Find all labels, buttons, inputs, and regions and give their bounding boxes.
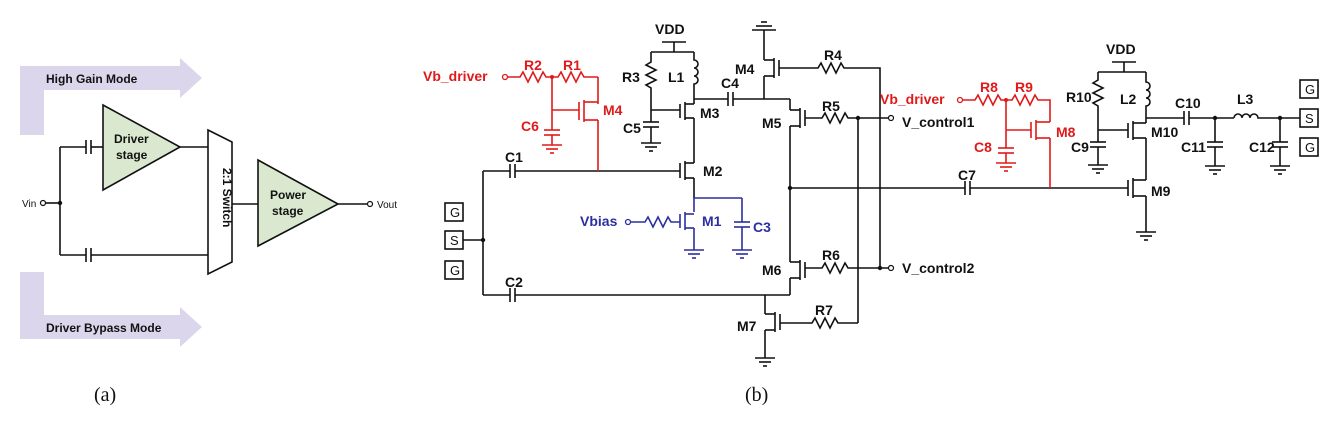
pad-right-g1	[1299, 79, 1319, 99]
power-stage-label-2: stage	[272, 204, 304, 218]
r7	[780, 316, 858, 330]
m8-label: M8	[1056, 124, 1076, 140]
m9-label: M9	[1151, 183, 1171, 199]
r4-label: R4	[824, 47, 842, 63]
r3	[644, 52, 658, 110]
pad-left-g1	[444, 202, 464, 222]
r6	[805, 261, 888, 275]
r9-label: R9	[1015, 79, 1033, 95]
c11-label: C11	[1181, 139, 1206, 155]
pad-left-g1-label: G	[450, 205, 460, 220]
driver-bypass-mode-label: Driver Bypass Mode	[46, 321, 162, 335]
driver-stage-label-1: Driver	[114, 132, 149, 146]
panel-b-schematic: G S G C1 C2 Vb_driver R2 R1	[423, 21, 1319, 406]
pad-right-g1-label: G	[1305, 82, 1315, 97]
m1-label: M1	[702, 213, 722, 229]
r1-label: R1	[563, 57, 581, 73]
c4-label: C4	[721, 75, 739, 91]
r9	[1006, 93, 1051, 122]
pad-right-s	[1299, 108, 1319, 128]
vin-terminal	[39, 199, 47, 207]
r5-label: R5	[822, 98, 840, 114]
l3	[1233, 113, 1280, 119]
l3-label: L3	[1237, 91, 1254, 107]
m10-label: M10	[1151, 124, 1178, 140]
vout-terminal	[366, 200, 374, 208]
vout-label: Vout	[377, 200, 397, 211]
c9-label: C9	[1071, 139, 1089, 155]
r1	[552, 70, 598, 84]
r5	[805, 111, 888, 125]
c10-label: C10	[1175, 95, 1201, 111]
m2-label: M2	[703, 163, 723, 179]
power-stage-block	[257, 158, 340, 248]
c7-label: C7	[958, 167, 976, 183]
c8-label: C8	[974, 139, 992, 155]
pad-left-s-label: S	[450, 233, 459, 248]
m6-label: M6	[762, 262, 782, 278]
panel-a-block-diagram: High Gain Mode Driver Bypass Mode Vin Dr…	[20, 58, 397, 406]
c6-label: C6	[521, 118, 539, 134]
l1	[693, 52, 699, 92]
c5-label: C5	[623, 120, 641, 136]
power-stage-label-1: Power	[270, 188, 306, 202]
v-control2-label: V_control2	[902, 260, 975, 276]
driver-stage-block	[102, 103, 182, 192]
c12-label: C12	[1249, 139, 1275, 155]
r4	[779, 61, 881, 268]
driver-stage-label-2: stage	[116, 148, 148, 162]
switch-label: 2:1 Switch	[220, 168, 234, 227]
vdd-2-label: VDD	[1106, 41, 1136, 57]
v-control1-label: V_control1	[902, 114, 975, 130]
vin-label: Vin	[22, 199, 36, 210]
caption-b: (b)	[745, 384, 768, 406]
caption-a: (a)	[94, 384, 116, 406]
pad-right-g2-label: G	[1305, 140, 1315, 155]
l1-label: L1	[668, 69, 685, 85]
r8	[963, 93, 1006, 107]
switch-block	[207, 128, 233, 276]
driver-bypass-mode-arrow	[20, 272, 202, 347]
pad-right-s-label: S	[1305, 111, 1314, 126]
r6-label: R6	[822, 247, 840, 263]
vbias-label: Vbias	[580, 213, 618, 229]
c1-label: C1	[505, 149, 523, 165]
m3-label: M3	[700, 105, 720, 121]
c3-label: C3	[753, 219, 771, 235]
l2-label: L2	[1120, 91, 1137, 107]
high-gain-mode-arrow	[20, 58, 202, 135]
m5-label: M5	[762, 115, 782, 131]
l2	[1145, 72, 1151, 114]
vbias-resistor	[631, 215, 680, 229]
r8-label: R8	[980, 79, 998, 95]
high-gain-mode-label: High Gain Mode	[46, 72, 138, 86]
pad-left-g2	[444, 260, 464, 280]
c2-label: C2	[505, 274, 523, 290]
r2	[508, 70, 552, 84]
vb-driver-1-label: Vb_driver	[423, 68, 488, 84]
pad-right-g2	[1299, 137, 1319, 157]
r2-label: R2	[524, 57, 542, 73]
m4-switch-label: M4	[735, 61, 755, 77]
m7-label: M7	[737, 318, 757, 334]
vdd-1-label: VDD	[655, 21, 685, 37]
pad-left-g2-label: G	[450, 263, 460, 278]
m4-red-label: M4	[603, 102, 623, 118]
vb-driver-2-label: Vb_driver	[880, 91, 945, 107]
r10	[1091, 72, 1105, 130]
r10-label: R10	[1066, 89, 1092, 105]
r3-label: R3	[622, 69, 640, 85]
r7-label: R7	[815, 302, 833, 318]
